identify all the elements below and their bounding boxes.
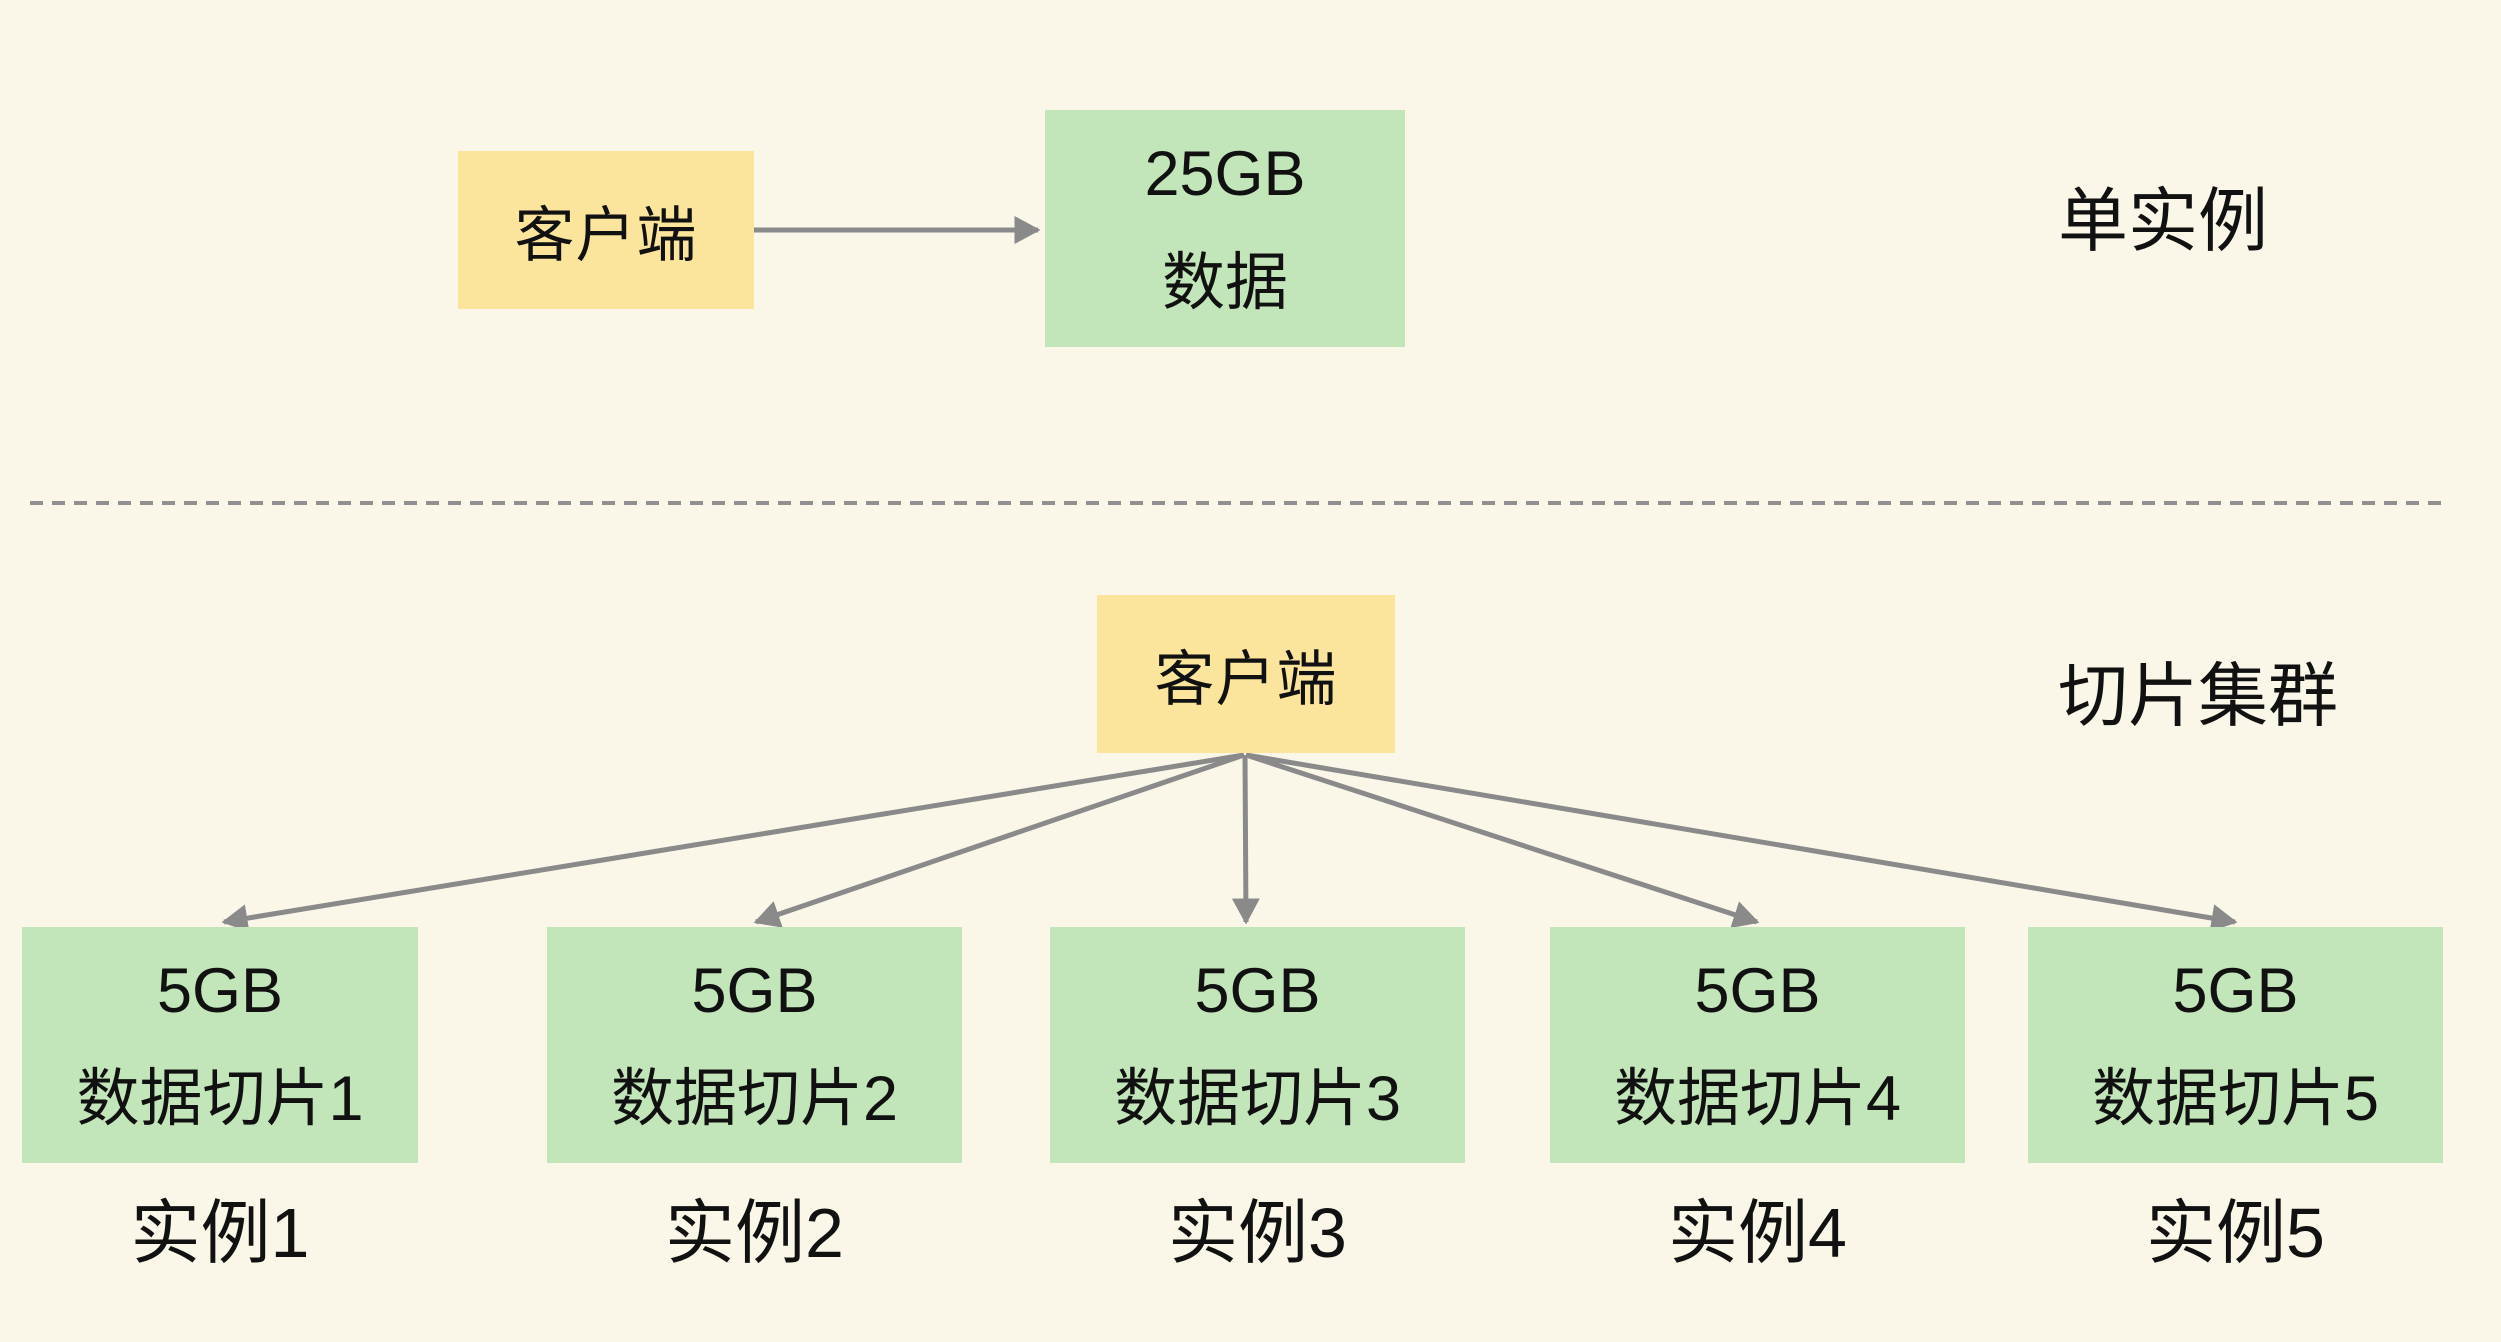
shard-label: 数据切片4 (1613, 1064, 1902, 1134)
arrow-client-to-shard-4 (1245, 752, 1760, 929)
cluster-client-node: 客户端 (1097, 595, 1395, 753)
shard-node-3: 5GB 数据切片3 (1050, 927, 1465, 1163)
shard-size: 5GB (691, 955, 818, 1026)
shard-node-5: 5GB 数据切片5 (2028, 927, 2443, 1163)
instance-label-5: 实例5 (2146, 1194, 2325, 1272)
shard-node-2: 5GB 数据切片2 (547, 927, 962, 1163)
single-data-size: 25GB (1144, 139, 1306, 210)
arrow-client-to-shard-5 (1245, 752, 2238, 932)
shard-column-3: 5GB 数据切片3 实例3 (1050, 927, 1465, 1275)
shard-column-5: 5GB 数据切片5 实例5 (2028, 927, 2443, 1275)
single-data-label: 数据 (1162, 247, 1288, 318)
section-label-single-instance: 单实例 (2058, 182, 2268, 260)
shard-size: 5GB (156, 955, 284, 1026)
shard-node-4: 5GB 数据切片4 (1550, 927, 1965, 1163)
shard-label: 数据切片2 (610, 1064, 899, 1134)
shard-size: 5GB (2172, 955, 2299, 1026)
instance-label-3: 实例3 (1168, 1194, 1347, 1272)
instance-label-1: 实例1 (130, 1194, 310, 1272)
arrow-client-to-shard-1 (221, 752, 1245, 933)
shard-node-1: 5GB 数据切片1 (22, 927, 418, 1163)
single-client-label: 客户端 (514, 201, 698, 269)
shard-label: 数据切片5 (2091, 1064, 2380, 1134)
section-label-shard-cluster: 切片集群 (2058, 657, 2338, 735)
instance-label-2: 实例2 (665, 1194, 844, 1272)
shard-label: 数据切片1 (76, 1064, 364, 1134)
shard-size: 5GB (1694, 955, 1821, 1026)
cluster-client-label: 客户端 (1154, 645, 1338, 713)
instance-label-4: 实例4 (1668, 1194, 1847, 1272)
arrow-client-to-shard-3 (1231, 754, 1260, 925)
arrow-client-to-shard-2 (753, 752, 1245, 928)
single-client-node: 客户端 (458, 151, 754, 309)
shard-label: 数据切片3 (1113, 1064, 1402, 1134)
shard-size: 5GB (1194, 955, 1321, 1026)
shard-column-1: 5GB 数据切片1 实例1 (22, 927, 418, 1275)
shard-column-4: 5GB 数据切片4 实例4 (1550, 927, 1965, 1275)
shard-column-2: 5GB 数据切片2 实例2 (547, 927, 962, 1275)
single-data-node: 25GB 数据 (1045, 110, 1405, 347)
